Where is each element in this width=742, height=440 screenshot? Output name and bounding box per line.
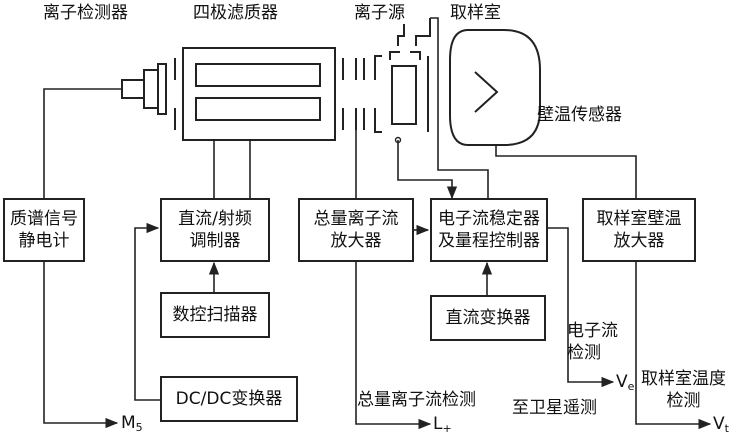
dc-rf-modulator-box: 直流/射频调制器: [160, 198, 270, 262]
chamber-temp-detect-label: 取样室温度 检测: [641, 368, 726, 412]
ion-detector-drawing: [121, 63, 167, 115]
quadrupole-filter-drawing: [174, 47, 344, 141]
to-satellite-telemetry-label: 至卫星遥测: [512, 398, 597, 418]
electron-current-detect-line2: 检测: [567, 343, 601, 363]
mass-spec-electrometer-line1: 质谱信号: [10, 209, 78, 229]
dc-rf-modulator-line1: 直流/射频: [178, 209, 252, 229]
sampling-chamber-label: 取样室: [450, 3, 501, 23]
mass-spec-electrometer-box: 质谱信号静电计: [3, 198, 85, 262]
electron-stabilizer-line1: 电子流稳定器: [438, 209, 540, 229]
electron-current-detect-label: 电子流 检测: [567, 320, 618, 364]
chamber-temp-detect-line2: 检测: [666, 391, 701, 411]
output-m5-sub: 5: [135, 421, 143, 434]
output-ve-sub: e: [627, 380, 635, 393]
output-lplus: L+: [433, 414, 452, 439]
quadrupole-filter-label: 四极滤质器: [193, 3, 278, 23]
wall-temp-sensor-label: 壁温传感器: [537, 105, 622, 125]
digital-scanner-box: 数控扫描器: [160, 292, 270, 338]
electron-stabilizer-box: 电子流稳定器及量程控制器: [430, 198, 548, 262]
ion-source-drawing: [355, 18, 431, 133]
output-vt: Vt: [713, 414, 729, 439]
chamber-wall-temp-amp-line2: 放大器: [613, 231, 665, 251]
output-ve: Ve: [616, 372, 634, 397]
total-ion-amplifier-box: 总量离子流放大器: [298, 198, 414, 262]
output-vt-sub: t: [724, 422, 729, 435]
chamber-temp-detect-line1: 取样室温度: [641, 369, 726, 389]
dc-converter-box: 直流变换器: [430, 295, 546, 341]
dcdc-converter-box: DC/DC变换器: [160, 376, 298, 422]
output-lplus-main: L: [433, 414, 443, 434]
digital-scanner-text: 数控扫描器: [172, 305, 258, 325]
ion-detector-label: 离子检测器: [43, 3, 128, 23]
output-m5-main: M: [121, 413, 136, 433]
electron-current-detect-line1: 电子流: [567, 321, 618, 341]
sampling-chamber-drawing: [449, 29, 541, 146]
output-lplus-sub: +: [442, 422, 452, 435]
output-ve-main: V: [616, 372, 628, 392]
dc-converter-text: 直流变换器: [445, 308, 531, 328]
total-ion-amplifier-line2: 放大器: [330, 231, 382, 251]
total-ion-current-detect-label: 总量离子流检测: [357, 390, 476, 410]
chamber-wall-temp-amp-box: 取样室壁温放大器: [582, 198, 696, 262]
ion-source-label: 离子源: [354, 3, 405, 23]
electron-stabilizer-line2: 及量程控制器: [438, 231, 540, 251]
chamber-wall-temp-amp-line1: 取样室壁温: [596, 209, 682, 229]
output-vt-main: V: [713, 414, 725, 434]
dc-rf-modulator-line2: 调制器: [189, 231, 241, 251]
mass-spec-electrometer-line2: 静电计: [18, 231, 70, 251]
dcdc-converter-text: DC/DC变换器: [175, 389, 283, 409]
total-ion-amplifier-line1: 总量离子流: [313, 209, 399, 229]
output-m5: M5: [121, 413, 143, 438]
